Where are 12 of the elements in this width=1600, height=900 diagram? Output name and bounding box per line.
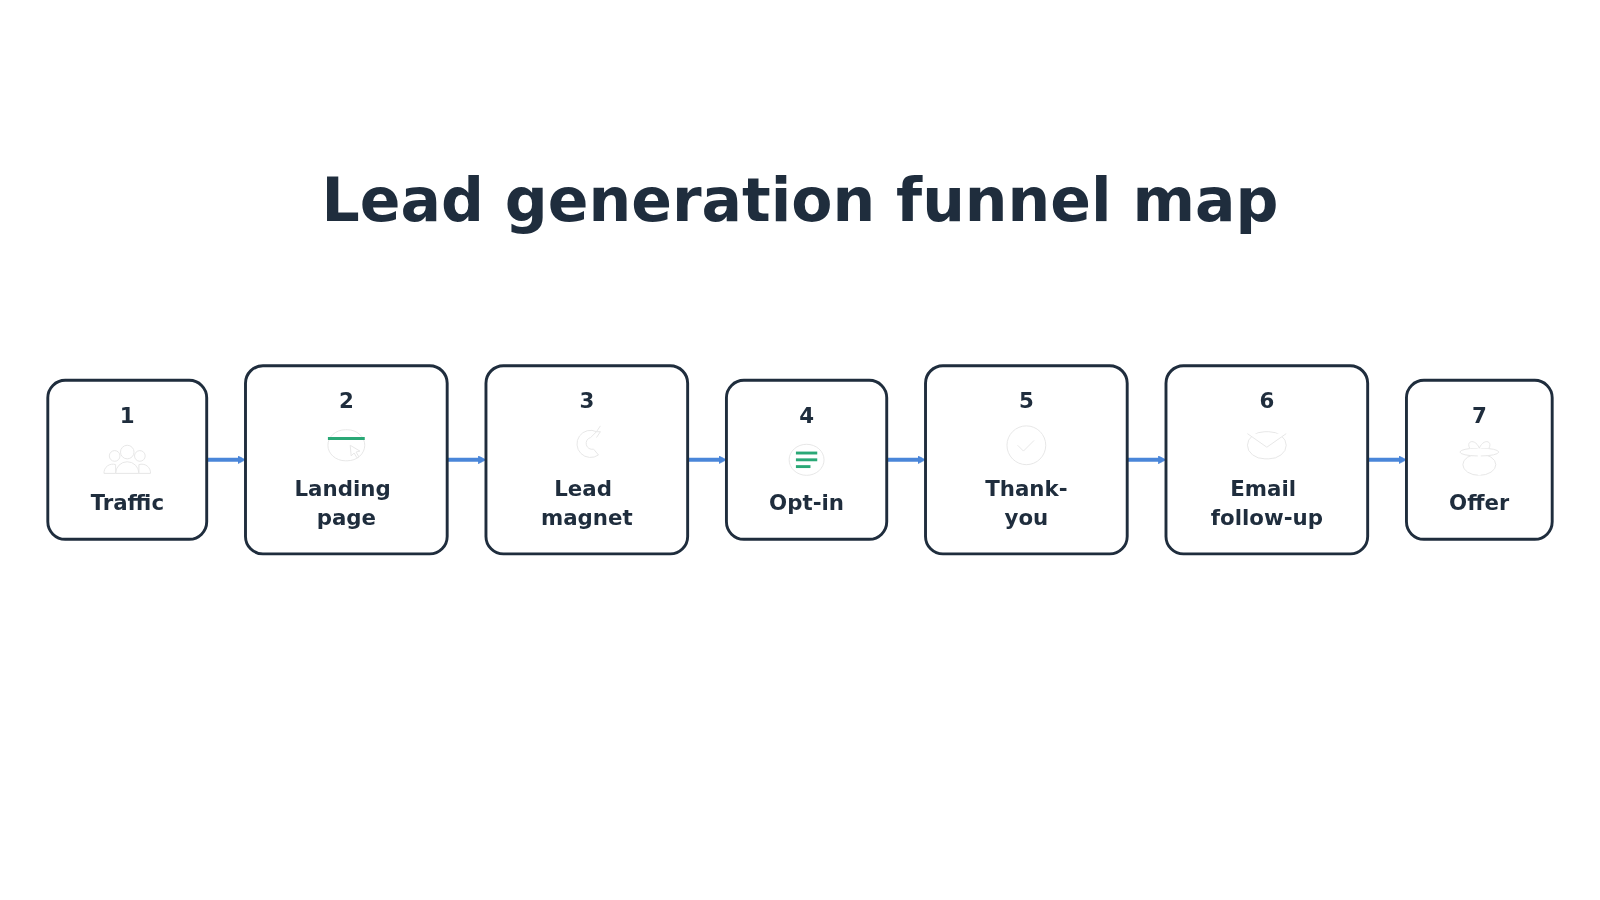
arrow [1367,455,1407,465]
node-box: 1 Traffic [46,379,209,541]
arrow [206,455,246,465]
node-box: 5 Thank-you [924,364,1129,556]
node-box: 4 Opt-in [725,379,889,541]
node-box: 3 Lead magnet [484,364,690,556]
node-box: 7 Offer [1405,379,1554,541]
arrow [886,455,926,465]
node-box: 2 Landing page [244,364,449,556]
arrow [687,455,727,465]
diagram-title: Lead generation funnel map [320,165,1280,235]
node-box: 6 Email follow-up [1164,364,1370,556]
